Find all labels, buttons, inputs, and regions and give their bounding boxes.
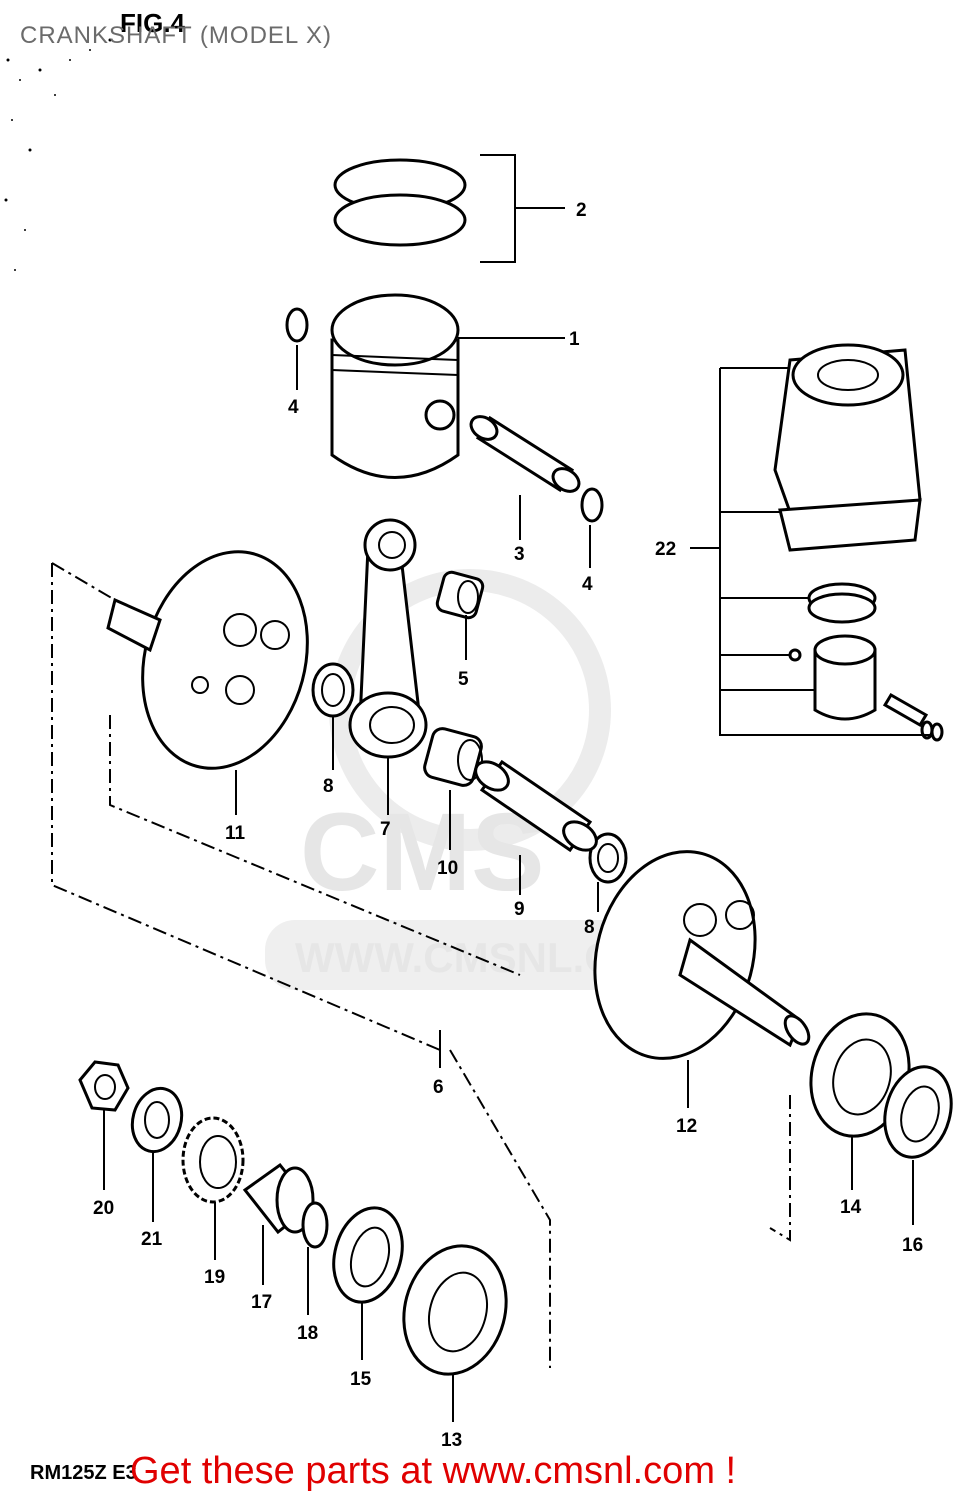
piston-rings-2	[333, 154, 565, 263]
crank-pin-9	[474, 759, 598, 853]
model-code: RM125Z E3	[30, 1462, 137, 1484]
piston-pin-3	[469, 415, 581, 540]
needle-bearing-10	[423, 727, 483, 787]
figure-number: FIG.4	[120, 8, 186, 38]
top-end-kit-22	[690, 343, 944, 742]
callout-22: 22	[655, 539, 676, 560]
callout-1: 1	[569, 329, 580, 350]
footer-link[interactable]: Get these parts at www.cmsnl.com !	[130, 1450, 737, 1492]
oil-seal-16	[883, 1065, 953, 1159]
thrust-washer-8-right	[588, 832, 628, 884]
nut-20	[78, 1060, 130, 1112]
crankshaft-assembly-bracket-6	[51, 562, 791, 1368]
o-ring-18	[301, 1201, 329, 1249]
primary-gear-19	[181, 1116, 245, 1204]
callout-3: 3	[514, 544, 525, 565]
crank-wheel-11	[106, 550, 309, 770]
callout-21: 21	[141, 1229, 163, 1250]
oil-seal-15	[332, 1206, 404, 1304]
callout-9: 9	[514, 899, 525, 920]
callout-16: 16	[902, 1235, 923, 1256]
callout-19: 19	[204, 1267, 225, 1288]
needle-bearing-5	[435, 570, 485, 620]
callout-8b: 8	[584, 917, 595, 938]
circlip-4-left	[285, 307, 309, 343]
piston-1	[330, 293, 565, 479]
callout-7: 7	[380, 819, 391, 840]
callout-10: 10	[437, 858, 458, 879]
callout-6: 6	[433, 1077, 444, 1098]
circlip-4-right	[580, 487, 604, 523]
callout-4a: 4	[288, 397, 299, 418]
diagram-title: CRANKSHAFT (MODEL X)	[20, 22, 333, 49]
bearing-13	[402, 1244, 508, 1376]
callout-20: 20	[93, 1198, 114, 1219]
callout-4b: 4	[582, 574, 593, 595]
callout-5: 5	[458, 669, 469, 690]
connecting-rod-7	[348, 518, 428, 759]
callout-17: 17	[251, 1292, 272, 1313]
watermark-logo-text: CMS	[300, 791, 544, 914]
callout-14: 14	[840, 1197, 862, 1218]
callout-labels: 1 2 3 4 4 5 6 7 8 8 9 10 11 12 13 14 15 …	[93, 200, 923, 1451]
callout-13: 13	[441, 1430, 462, 1451]
callout-12: 12	[676, 1116, 697, 1137]
callout-11: 11	[225, 823, 246, 844]
washer-21	[130, 1086, 184, 1154]
leader-lines	[103, 345, 914, 1422]
callout-15: 15	[350, 1369, 372, 1390]
callout-2: 2	[576, 200, 587, 221]
scan-noise	[4, 38, 112, 271]
crank-wheel-12	[593, 850, 811, 1060]
callout-8a: 8	[323, 776, 334, 797]
thrust-washer-8-left	[311, 662, 355, 718]
callout-18: 18	[297, 1323, 318, 1344]
